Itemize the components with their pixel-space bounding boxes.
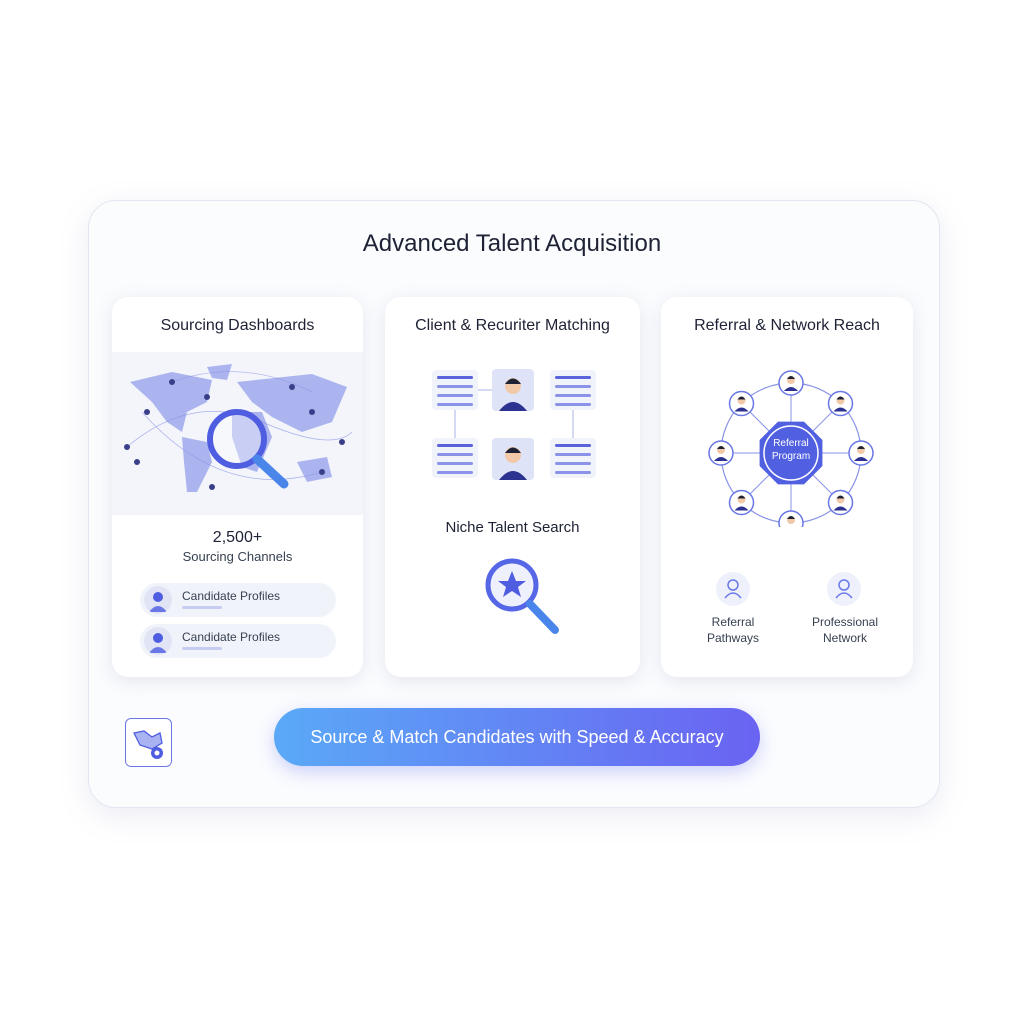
- person-icon: [492, 369, 534, 411]
- person-icon: [728, 390, 755, 417]
- person-icon: [728, 489, 755, 516]
- person-icon: [827, 489, 854, 516]
- card-title: Referral & Network Reach: [694, 317, 880, 334]
- referral-network-diagram: [708, 370, 874, 527]
- recruiter-list-icon: [550, 438, 596, 478]
- person-icon: [848, 440, 874, 466]
- person-icon: [827, 572, 861, 606]
- person-icon: [144, 586, 172, 614]
- card-title: Client & Recuriter Matching: [415, 317, 610, 334]
- person-icon: [778, 370, 804, 396]
- matching-card: Client & Recuriter Matching Niche Talent…: [385, 297, 640, 677]
- page-title: Advanced Talent Acquisition: [362, 230, 662, 257]
- candidate-profile-label: Candidate Profiles: [182, 630, 281, 644]
- source-match-button[interactable]: Source & Match Candidates with Speed & A…: [274, 708, 760, 766]
- person-icon: [144, 627, 172, 655]
- person-icon: [716, 572, 750, 606]
- channel-label: Sourcing Channels: [182, 549, 293, 564]
- world-map-icon: [112, 352, 363, 515]
- niche-search-label: Niche Talent Search: [445, 519, 580, 536]
- candidate-profile-item[interactable]: Candidate Profiles: [140, 624, 336, 658]
- card-title: Sourcing Dashboards: [160, 317, 315, 334]
- person-icon: [492, 438, 534, 480]
- candidate-profile-item[interactable]: Candidate Profiles: [140, 583, 336, 617]
- person-icon: [778, 510, 804, 527]
- referral-hub: [759, 421, 823, 485]
- handshake-gear-icon[interactable]: [125, 718, 172, 767]
- person-icon: [708, 440, 734, 466]
- client-list-icon: [432, 438, 478, 478]
- person-icon: [827, 390, 854, 417]
- recruiter-list-icon: [550, 370, 596, 410]
- client-list-icon: [432, 370, 478, 410]
- sourcing-dashboards-card: Sourcing Dashboards 2,500+ Sourcing Chan…: [112, 297, 363, 677]
- star-search-icon: [485, 558, 559, 634]
- candidate-profile-label: Candidate Profiles: [182, 589, 281, 603]
- channel-count: 2,500+: [212, 529, 263, 546]
